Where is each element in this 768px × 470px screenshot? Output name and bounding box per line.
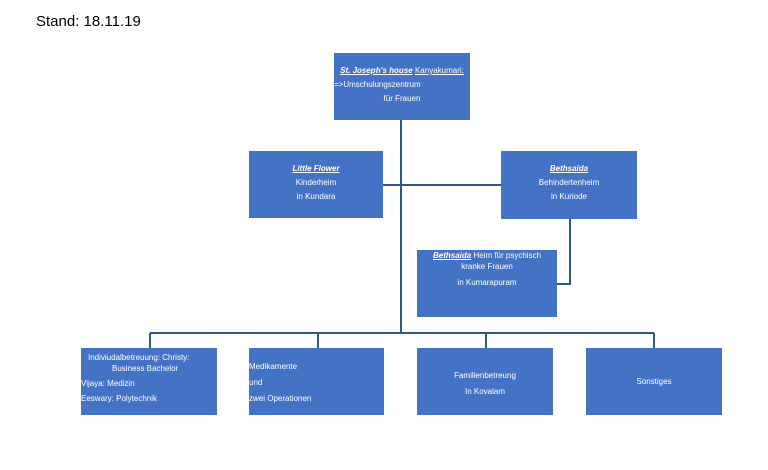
medikamente-line2: und <box>249 378 263 387</box>
box-st-josephs-house: St. Joseph's house Kanyakumari: =>Umschu… <box>334 53 470 120</box>
little-flower-line3: in Kundara <box>296 192 336 201</box>
individual-line4: Eeswary: Polytechnik <box>81 394 158 403</box>
branch-line-kumarapuram <box>557 219 571 285</box>
bethsaida1-line3: in Kuriode <box>550 192 588 201</box>
bethsaida2-title: Bethsaida <box>432 251 472 260</box>
box-familienbetreuung: Familienbetreung In Kovalam <box>417 348 553 415</box>
sonstiges-line1: Sonstiges <box>636 377 672 386</box>
bethsaida2-suffix: Heim für psychisch <box>471 251 542 260</box>
box-sonstiges: Sonstiges <box>586 348 722 415</box>
bethsaida2-line3: in Kumarapuram <box>457 278 517 287</box>
medikamente-line3: zwei Operationen <box>249 394 312 403</box>
bethsaida1-title: Bethsaida <box>549 164 589 173</box>
bethsaida2-line2: kranke Frauen <box>461 262 513 271</box>
bethsaida1-line2: Behindertenheim <box>538 178 600 187</box>
individual-line1: Indiviudalbetreuung: Christy: <box>88 353 190 362</box>
little-flower-title: Little Flower <box>292 164 340 173</box>
root-place: Kanyakumari: <box>414 66 464 75</box>
box-individualbetreuung: Indiviudalbetreuung: Christy: Business B… <box>81 348 217 415</box>
box-medikamente: Medikamente und zwei Operationen <box>249 348 384 415</box>
little-flower-line2: Kinderheim <box>295 178 337 187</box>
individual-line2: Business Bachelor <box>112 364 179 373</box>
root-line2: =>Umschulungszentrum <box>334 80 421 89</box>
individual-line3: Vijaya: Medizin <box>81 379 135 388</box>
root-line3: für Frauen <box>383 94 421 103</box>
box-little-flower: Little Flower Kinderheim in Kundara <box>249 151 383 218</box>
root-title: St. Joseph's house <box>340 66 413 75</box>
box-bethsaida-kumarapuram: Bethsaida Heim für psychisch kranke Frau… <box>417 250 557 317</box>
stand-date: Stand: 18.11.19 <box>36 13 141 30</box>
familie-line1: Familienbetreung <box>454 371 516 380</box>
box-bethsaida-kuriode: Bethsaida Behindertenheim in Kuriode <box>501 151 637 219</box>
familie-line2: In Kovalam <box>464 387 506 396</box>
medikamente-line1: Medikamente <box>249 362 298 371</box>
